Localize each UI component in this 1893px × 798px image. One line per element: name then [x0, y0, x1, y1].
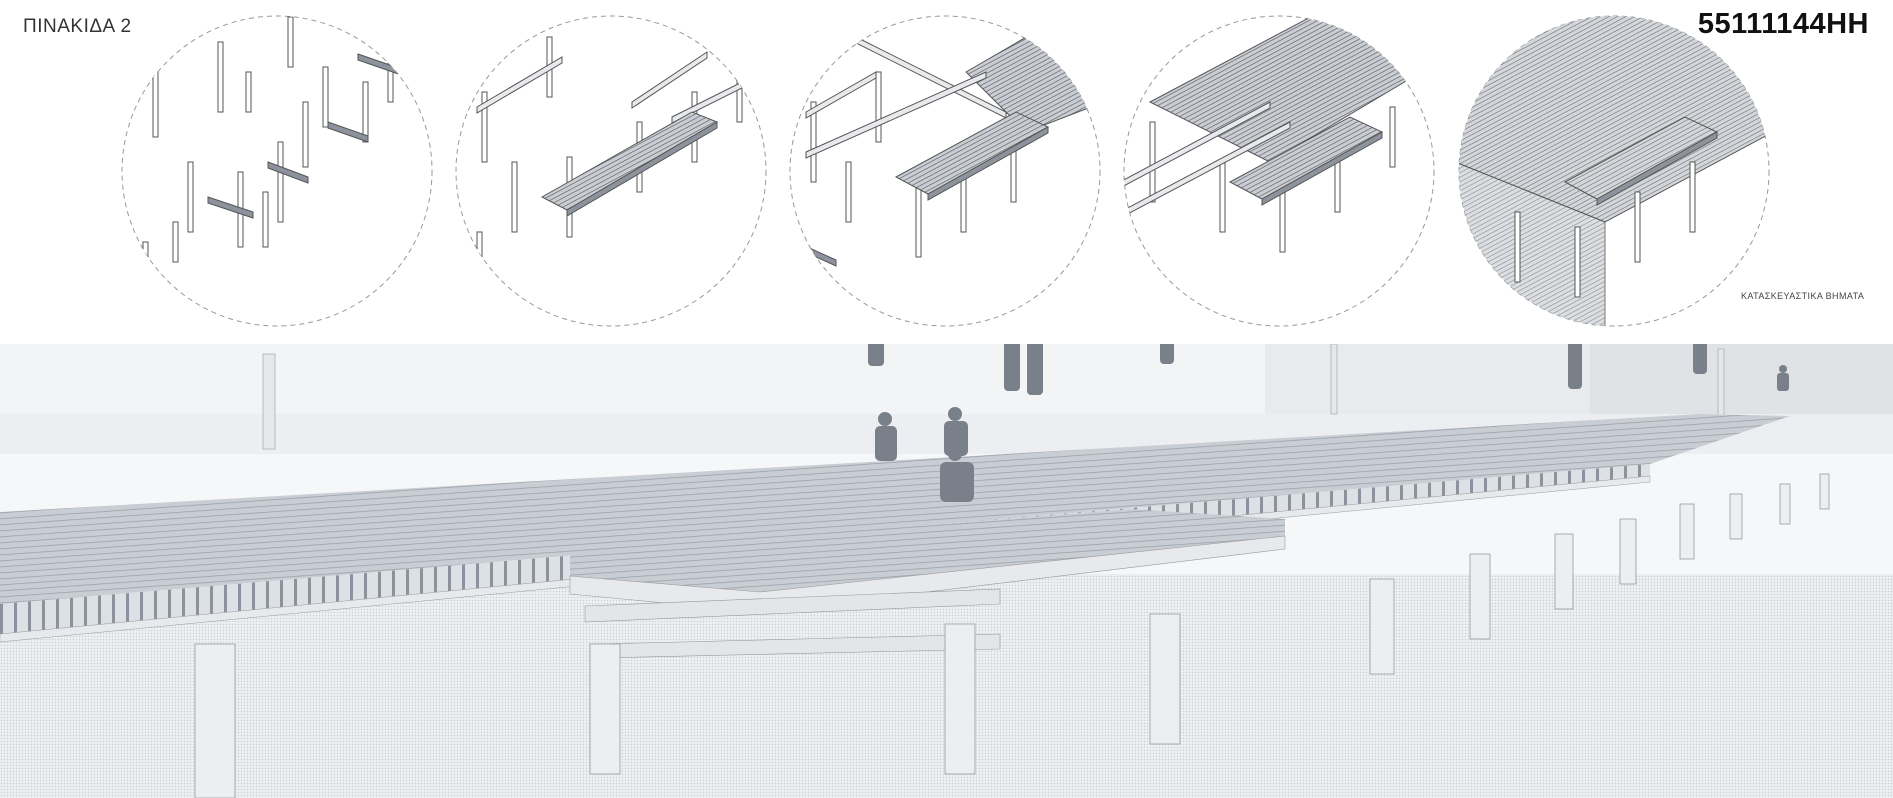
- construction-step-3: [786, 12, 1104, 330]
- construction-steps-caption: ΚΑΤΑΣΚΕΥΑΣΤΙΚΑ ΒΗΜΑΤΑ: [1741, 291, 1865, 301]
- construction-step-5: [1455, 12, 1773, 330]
- construction-step-2: [452, 12, 770, 330]
- boardwalk-perspective-render: [0, 344, 1893, 798]
- sheet-code: 55111144HH: [1697, 8, 1869, 40]
- construction-step-4: [1120, 12, 1438, 330]
- construction-step-1: [118, 12, 436, 330]
- sheet-label: ΠΙΝΑΚΙΔΑ 2: [23, 16, 132, 37]
